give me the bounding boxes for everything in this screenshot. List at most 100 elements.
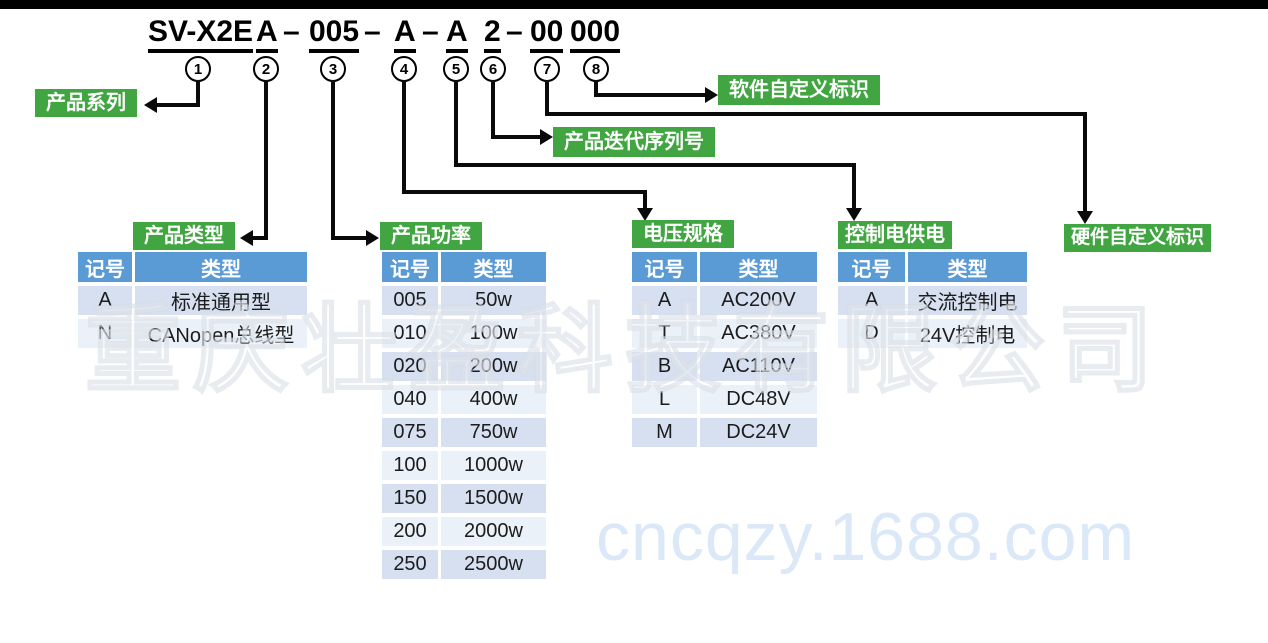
column-header: 记号 (632, 252, 697, 282)
model-dash: – (283, 15, 300, 48)
connector-line (196, 80, 200, 107)
table-header-row: 记号类型 (632, 252, 817, 282)
type-cell: 400w (441, 385, 546, 414)
column-header: 记号 (382, 252, 438, 282)
table-header-row: 记号类型 (78, 252, 307, 282)
code-cell: 075 (382, 418, 438, 447)
url-watermark: cncqzy.1688.com (596, 499, 1136, 575)
label-hardware-id: 硬件自定义标识 (1064, 224, 1212, 252)
marker-7: 7 (534, 56, 560, 82)
connector-line (402, 80, 406, 194)
code-cell: 250 (382, 550, 438, 579)
arrowhead-right (540, 129, 553, 145)
type-cell: AC380V (700, 319, 817, 348)
table-header-row: 记号类型 (838, 252, 1027, 282)
code-cell: 020 (382, 352, 438, 381)
model-segment-power: 005 (309, 15, 360, 53)
arrowhead-right (705, 87, 718, 103)
model-dash: – (364, 15, 381, 48)
connector-line (594, 80, 598, 97)
type-cell: 1000w (441, 451, 546, 480)
type-cell: 50w (441, 286, 546, 315)
type-cell: 24V控制电 (908, 319, 1027, 348)
code-cell: 100 (382, 451, 438, 480)
code-cell: T (632, 319, 697, 348)
connector-line (454, 80, 458, 167)
arrowhead-down (637, 208, 653, 221)
type-cell: 200w (441, 352, 546, 381)
connector-line (545, 80, 549, 116)
connector-line (852, 163, 856, 209)
code-cell: 005 (382, 286, 438, 315)
label-control-power: 控制电供电 (838, 221, 952, 249)
type-cell: 750w (441, 418, 546, 447)
connector-line (545, 112, 1087, 116)
arrowhead-down (1077, 211, 1093, 224)
code-cell: 040 (382, 385, 438, 414)
code-cell: L (632, 385, 697, 414)
model-segment-software: 00 (530, 15, 564, 53)
code-cell: A (78, 286, 132, 315)
connector-line (643, 190, 647, 209)
connector-line (333, 236, 367, 240)
marker-6: 6 (480, 56, 506, 82)
label-product-series: 产品系列 (35, 89, 137, 117)
connector-line (251, 236, 268, 240)
arrowhead-left (144, 97, 157, 113)
label-software-id: 软件自定义标识 (718, 75, 880, 105)
type-cell: AC110V (700, 352, 817, 381)
type-cell: 2000w (441, 517, 546, 546)
type-cell: 2500w (441, 550, 546, 579)
arrowhead-down (846, 208, 862, 221)
model-dash: – (506, 15, 523, 48)
model-segment-control: A (446, 15, 468, 53)
code-cell: A (838, 286, 905, 315)
model-segment-type: A (256, 15, 278, 53)
code-cell: 150 (382, 484, 438, 513)
connector-line (264, 80, 268, 240)
column-header: 记号 (838, 252, 905, 282)
marker-8: 8 (583, 56, 609, 82)
table-header-row: 记号类型 (382, 252, 546, 282)
column-header: 类型 (700, 252, 817, 282)
connector-line (594, 93, 706, 97)
code-cell: B (632, 352, 697, 381)
type-cell: DC24V (700, 418, 817, 447)
label-iteration-serial: 产品迭代序列号 (553, 127, 715, 157)
connector-line (331, 80, 335, 240)
type-cell: 100w (441, 319, 546, 348)
connector-line (155, 103, 200, 107)
type-cell: 1500w (441, 484, 546, 513)
type-cell: 交流控制电 (908, 286, 1027, 315)
code-cell: M (632, 418, 697, 447)
connector-line (1083, 112, 1087, 212)
label-voltage-spec: 电压规格 (632, 220, 734, 248)
connector-line (402, 190, 647, 194)
code-cell: D (838, 319, 905, 348)
arrowhead-right (366, 230, 379, 246)
type-cell: DC48V (700, 385, 817, 414)
model-dash: – (422, 15, 439, 48)
marker-1: 1 (185, 56, 211, 82)
